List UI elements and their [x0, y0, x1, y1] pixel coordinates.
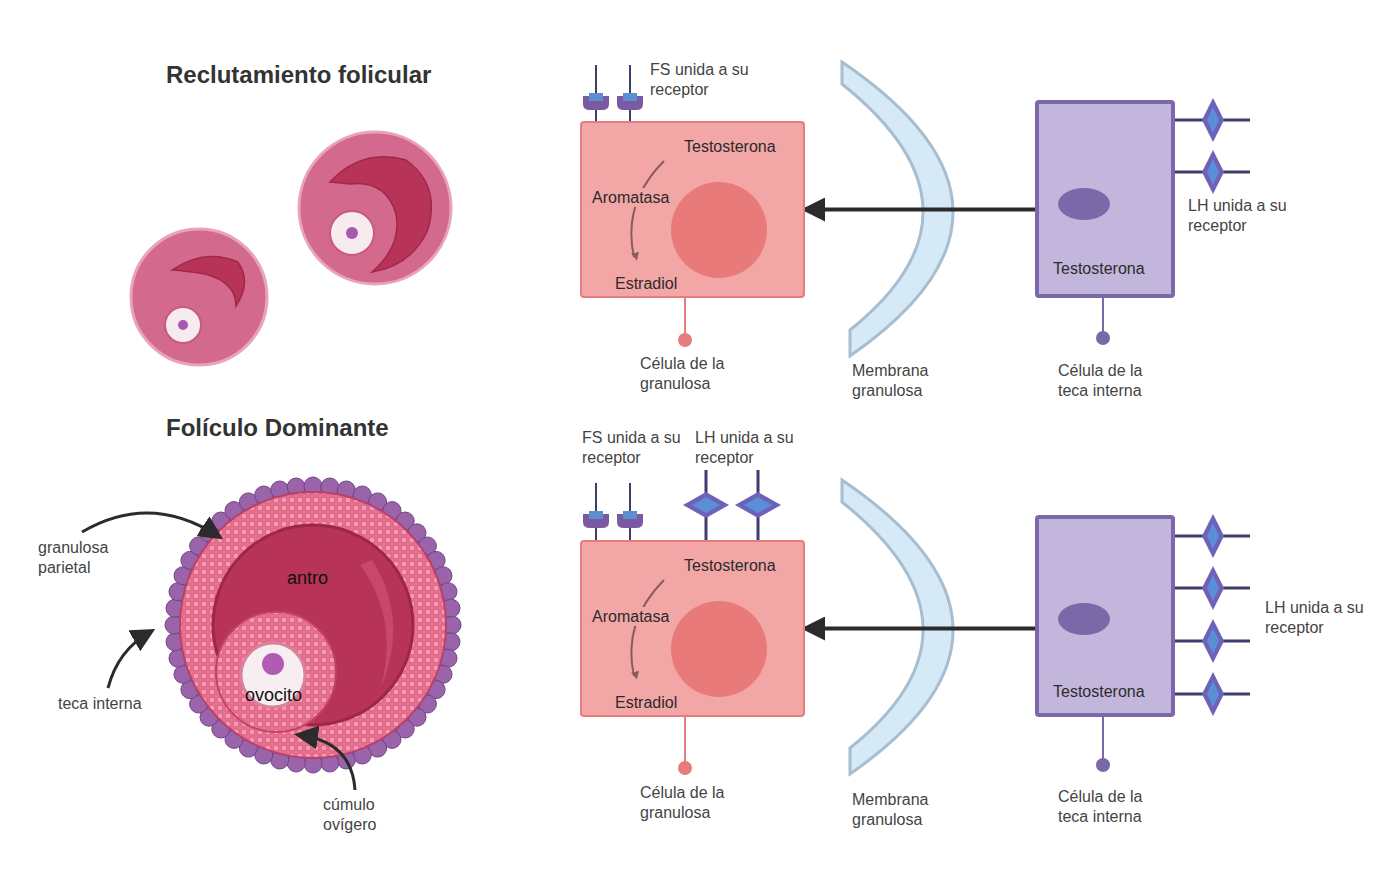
callout-label: Membrana granulosa — [852, 790, 952, 830]
leader-arrow — [82, 513, 218, 536]
callout-label: LH unida a su receptor — [1188, 196, 1288, 236]
lh-receptor-part — [735, 492, 781, 518]
callout-label: FS unida a su receptor — [582, 428, 682, 468]
secondary-follicle-part — [346, 227, 358, 239]
theca-ring — [174, 486, 452, 764]
dominant-follicle — [165, 477, 461, 773]
primary-follicle-part — [131, 229, 267, 365]
receptor-diamond — [1207, 628, 1219, 654]
callout-pin-part — [1102, 298, 1104, 334]
leader-arrow — [108, 632, 150, 688]
receptor-diamond — [1202, 672, 1224, 716]
secondary-follicle — [299, 132, 451, 284]
secondary-follicle-part — [299, 132, 451, 284]
theca-cell: Testosterona — [1035, 515, 1175, 717]
cell-text: Aromatasa — [590, 607, 671, 626]
secondary-follicle-part — [330, 211, 374, 255]
diffusion-arrow — [805, 208, 1035, 212]
receptor-diamond — [1202, 514, 1224, 558]
fsh-receptor-cup-part — [589, 93, 603, 101]
dominant-follicle-part — [180, 492, 446, 758]
nucleus — [1058, 603, 1110, 635]
lh-receptor-part — [692, 497, 720, 513]
receptor-diamond — [1207, 681, 1219, 707]
callout-label: granulosa parietal — [38, 538, 138, 578]
lh-receptor — [683, 470, 781, 548]
primary-follicle-part — [172, 257, 245, 306]
aromatase-arrow — [631, 580, 664, 676]
cell-text: Testosterona — [682, 137, 778, 156]
callout-label: LH unida a su receptor — [1265, 598, 1365, 638]
callout-label: Célula de la granulosa — [640, 354, 740, 394]
primary-follicle-part — [165, 307, 201, 343]
callout-pin-part — [1102, 717, 1104, 761]
receptor-diamond — [1207, 107, 1219, 133]
cell-text: Aromatasa — [590, 188, 671, 207]
lh-receptor-part — [683, 492, 729, 518]
diffusion-arrow — [805, 627, 1035, 631]
part-label: antro — [287, 566, 357, 590]
section-heading: Reclutamiento folicular — [166, 60, 496, 90]
dominant-follicle-part — [360, 560, 393, 690]
cell-text: Testosterona — [682, 556, 778, 575]
callout-label: LH unida a su receptor — [695, 428, 795, 468]
callout-pin-part — [684, 298, 686, 336]
fsh-receptor-cup-part — [623, 93, 637, 101]
nucleus — [1058, 188, 1110, 220]
lh-receptor-part — [744, 497, 772, 513]
callout-label: cúmulo ovígero — [323, 795, 413, 835]
callout-pin-part — [1096, 331, 1110, 345]
receptor-diamond — [1207, 523, 1219, 549]
callout-pin-part — [684, 717, 686, 764]
fsh-receptor-cup-part — [589, 511, 603, 519]
receptor-diamond — [1207, 159, 1219, 185]
callout-label: Célula de la teca interna — [1058, 787, 1158, 827]
section-heading: Folículo Dominante — [166, 413, 496, 443]
callout-pin-part — [678, 333, 692, 347]
nucleus — [671, 182, 767, 278]
nucleus — [671, 601, 767, 697]
callout-label: Célula de la teca interna — [1058, 361, 1158, 401]
receptor-diamond — [1202, 619, 1224, 663]
fsh-receptor-cup-part — [623, 511, 637, 519]
cell-text: Testosterona — [1051, 259, 1147, 278]
receptor-diamond — [1202, 150, 1224, 194]
part-label: ovocito — [245, 683, 335, 707]
primary-follicle — [131, 229, 267, 365]
callout-label: Membrana granulosa — [852, 361, 952, 401]
granulosa-cell: TestosteronaAromatasaEstradiol — [580, 121, 805, 298]
cell-text: Estradiol — [613, 274, 679, 293]
receptor-diamond — [1202, 98, 1224, 142]
secondary-follicle-part — [330, 157, 431, 272]
aromatase-arrow — [631, 161, 664, 257]
granulosa-cell: TestosteronaAromatasaEstradiol — [580, 540, 805, 717]
primary-follicle-part — [178, 320, 188, 330]
dominant-follicle-part — [216, 612, 336, 732]
dominant-follicle-part — [262, 653, 284, 675]
theca-cells — [165, 477, 461, 773]
lh-receptor — [1175, 98, 1250, 716]
receptor-diamond — [1207, 575, 1219, 601]
theca-cell: Testosterona — [1035, 100, 1175, 298]
leader-arrow — [300, 735, 355, 790]
receptor-diamond — [1202, 566, 1224, 610]
callout-label: teca interna — [58, 694, 178, 714]
callout-label: FS unida a su receptor — [650, 60, 750, 100]
callout-pin-part — [1096, 758, 1110, 772]
callout-pin-part — [678, 761, 692, 775]
cell-text: Testosterona — [1051, 682, 1147, 701]
cell-text: Estradiol — [613, 693, 679, 712]
callout-label: Célula de la granulosa — [640, 783, 740, 823]
